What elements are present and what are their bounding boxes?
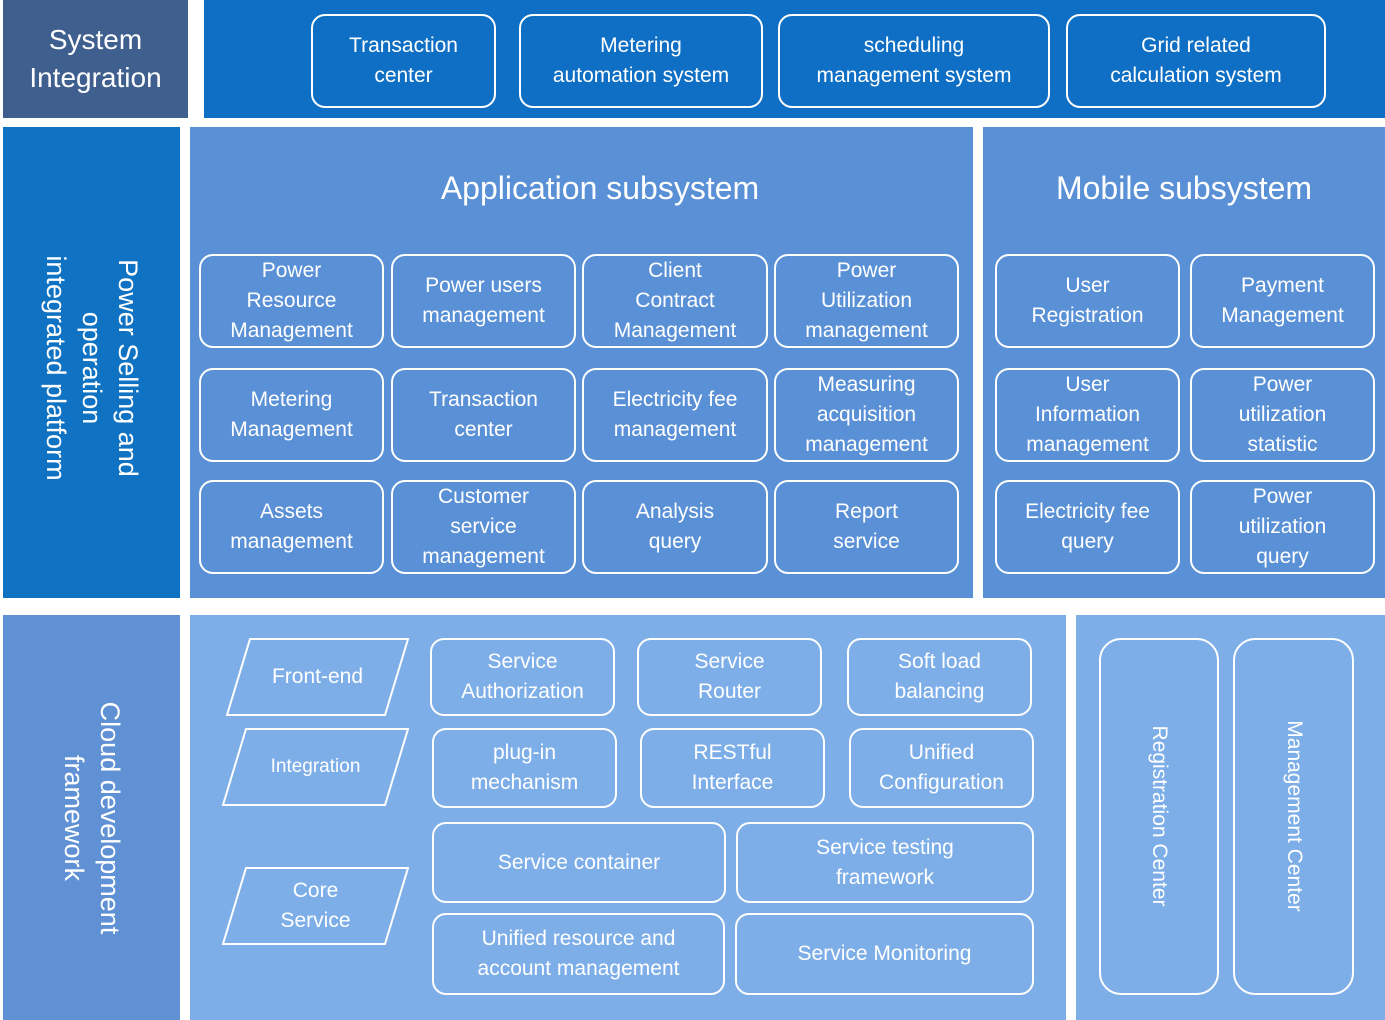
svc-unified-resource-account-management: Unified resource and account management: [432, 913, 725, 995]
svc-service-container: Service container: [432, 822, 726, 903]
svc-unified-configuration: Unified Configuration: [849, 728, 1034, 808]
app-electricity-fee-management: Electricity fee management: [582, 368, 768, 462]
mobile-user-information-management: User Information management: [995, 368, 1180, 462]
layer-integration-shape: [221, 728, 410, 806]
mobile-subsystem-title: Mobile subsystem: [1055, 169, 1313, 206]
management-center-box: [1233, 638, 1354, 995]
svc-service-router: Service Router: [637, 638, 822, 716]
svc-service-authorization: Service Authorization: [430, 638, 615, 716]
platform-label: Power Selling and operation integrated p…: [41, 255, 143, 480]
svc-restful-interface: RESTful Interface: [640, 728, 825, 808]
svc-service-testing-framework: Service testing framework: [736, 822, 1034, 903]
centers-panel: [1076, 615, 1385, 1020]
mobile-user-registration: User Registration: [995, 254, 1180, 348]
app-report-service: Report service: [774, 480, 959, 574]
layer-integration-label: Integration: [270, 756, 361, 777]
layer-front-end-shape: [225, 638, 410, 716]
svc-service-monitoring: Service Monitoring: [735, 913, 1034, 995]
app-client-contract-management: Client Contract Management: [582, 254, 768, 348]
app-customer-service-management: Customer service management: [391, 480, 576, 574]
management-center-label: Management Center: [1283, 720, 1306, 912]
app-transaction-center: Transaction center: [391, 368, 576, 462]
layer-core-service-label: Core Service: [280, 879, 351, 932]
layer-core-service-shape: [221, 867, 410, 945]
registration-center-label: Registration Center: [1148, 725, 1171, 907]
layer-integration: Integration: [221, 728, 410, 806]
mobile-power-utilization-query: Power utilization query: [1190, 480, 1375, 574]
sys-item-metering-automation: Metering automation system: [519, 14, 763, 108]
cloud-label: Cloud development framework: [59, 701, 125, 935]
app-power-utilization-management: Power Utilization management: [774, 254, 959, 348]
system-integration-label: System Integration: [29, 24, 162, 93]
sys-item-grid-calculation: Grid related calculation system: [1066, 14, 1326, 108]
app-measuring-acquisition-management: Measuring acquisition management: [774, 368, 959, 462]
layer-core-service: Core Service: [221, 867, 410, 945]
layer-front-end: Front-end: [225, 638, 410, 716]
svc-soft-load-balancing: Soft load balancing: [847, 638, 1032, 716]
system-integration-band: [204, 0, 1385, 118]
application-subsystem-panel: [190, 127, 973, 598]
app-power-users-management: Power users management: [391, 254, 576, 348]
platform-label-block: [3, 127, 180, 598]
layer-front-end-label: Front-end: [271, 665, 364, 688]
cloud-label-block: [3, 615, 180, 1020]
svc-plugin-mechanism: plug-in mechanism: [432, 728, 617, 808]
sys-item-scheduling-management: scheduling management system: [778, 14, 1050, 108]
cloud-services-panel: [190, 615, 1066, 1020]
sys-item-transaction-center: Transaction center: [311, 14, 496, 108]
registration-center-box: [1099, 638, 1219, 995]
mobile-payment-management: Payment Management: [1190, 254, 1375, 348]
app-analysis-query: Analysis query: [582, 480, 768, 574]
app-power-resource-management: Power Resource Management: [199, 254, 384, 348]
mobile-subsystem-panel: [983, 127, 1385, 598]
mobile-electricity-fee-query: Electricity fee query: [995, 480, 1180, 574]
app-metering-management: Metering Management: [199, 368, 384, 462]
app-assets-management: Assets management: [199, 480, 384, 574]
mobile-power-utilization-statistic: Power utilization statistic: [1190, 368, 1375, 462]
system-integration-label-block: [3, 0, 188, 118]
application-subsystem-title: Application subsystem: [440, 169, 760, 206]
